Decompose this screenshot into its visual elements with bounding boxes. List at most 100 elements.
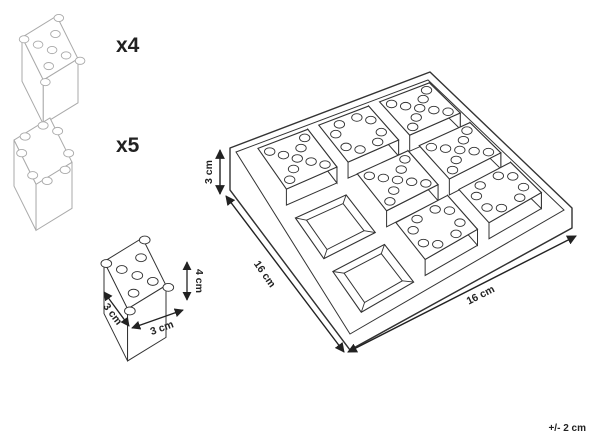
pattern-dot bbox=[291, 154, 303, 163]
pattern-dot bbox=[425, 142, 438, 152]
pattern-dot bbox=[147, 277, 159, 286]
tolerance-note: +/- 2 cm bbox=[548, 423, 586, 434]
pattern-dot bbox=[399, 155, 411, 164]
cube-depth-arrow bbox=[103, 291, 130, 327]
pattern-dot bbox=[372, 137, 384, 147]
cube-right-face bbox=[42, 57, 79, 125]
pattern-dot bbox=[116, 265, 128, 274]
pattern-dot bbox=[474, 181, 486, 190]
board-height-label: 3 cm bbox=[203, 160, 215, 184]
pattern-dot bbox=[127, 288, 140, 298]
pattern-dot bbox=[27, 171, 39, 180]
x-pattern-cube-icon bbox=[100, 235, 175, 362]
pattern-dot bbox=[333, 120, 346, 129]
pattern-dot bbox=[351, 113, 363, 122]
pattern-dot bbox=[40, 78, 51, 87]
pattern-dot bbox=[41, 176, 53, 186]
pattern-dot bbox=[385, 99, 398, 109]
pattern-dot bbox=[495, 203, 508, 213]
pattern-dot bbox=[37, 121, 49, 130]
game-board bbox=[229, 71, 573, 351]
pattern-dot bbox=[135, 253, 147, 263]
cell-wall-edge bbox=[363, 230, 376, 233]
pattern-dot bbox=[391, 175, 404, 185]
pattern-dot bbox=[470, 191, 483, 201]
pattern-dot bbox=[19, 132, 31, 141]
o-piece-legend: x5 bbox=[13, 117, 140, 232]
pattern-dot bbox=[406, 177, 418, 187]
board-depth-arrow bbox=[225, 195, 345, 353]
pattern-dot bbox=[340, 142, 352, 152]
o-piece-quantity: x5 bbox=[116, 134, 140, 157]
pattern-dot bbox=[60, 51, 72, 60]
pattern-dot bbox=[429, 205, 441, 214]
pattern-dot bbox=[100, 259, 113, 268]
pattern-dot bbox=[492, 171, 504, 181]
pattern-dot bbox=[414, 103, 426, 113]
pattern-dot bbox=[63, 149, 75, 158]
pattern-dot bbox=[417, 94, 429, 104]
pattern-dot bbox=[53, 13, 65, 23]
pattern-dot bbox=[124, 306, 136, 316]
x-piece-quantity: x4 bbox=[116, 34, 140, 57]
board-width-label: 16 cm bbox=[465, 283, 497, 307]
pattern-dot bbox=[138, 235, 151, 245]
pattern-dot bbox=[442, 107, 454, 117]
pattern-dot bbox=[461, 126, 473, 135]
pattern-dot bbox=[377, 173, 390, 183]
pattern-dot bbox=[450, 229, 462, 239]
pattern-dot bbox=[454, 145, 466, 155]
x-piece-legend: x4 bbox=[18, 13, 140, 125]
cube-width-arrow bbox=[131, 308, 184, 330]
pattern-dot bbox=[507, 172, 519, 181]
pattern-dot bbox=[388, 186, 400, 195]
pattern-dot bbox=[16, 148, 28, 158]
pattern-dot bbox=[365, 115, 377, 125]
pattern-dot bbox=[482, 147, 495, 157]
pattern-dot bbox=[295, 143, 307, 153]
pattern-dot bbox=[43, 62, 55, 71]
o-piece-top bbox=[317, 105, 400, 163]
pattern-dot bbox=[162, 282, 175, 292]
x-pattern-cube-icon bbox=[18, 13, 86, 125]
pattern-dot bbox=[375, 127, 387, 137]
pattern-dot bbox=[354, 145, 366, 154]
pattern-dot bbox=[450, 155, 462, 165]
pattern-dot bbox=[264, 147, 276, 156]
sample-cube-dimensions: 4 cm 3 cm 3 cm bbox=[100, 235, 205, 362]
pattern-dot bbox=[443, 206, 456, 215]
pattern-dot bbox=[432, 240, 444, 249]
pattern-dot bbox=[32, 40, 44, 49]
pattern-dot bbox=[46, 46, 58, 55]
o-piece-top bbox=[457, 161, 543, 224]
o-pattern-cube-icon bbox=[13, 117, 75, 232]
pattern-dot bbox=[363, 171, 375, 181]
pattern-dot bbox=[420, 179, 432, 188]
pattern-dot bbox=[454, 218, 466, 227]
pattern-dot bbox=[319, 160, 331, 169]
pattern-dot bbox=[420, 86, 433, 95]
pattern-dot bbox=[395, 165, 407, 174]
pattern-dot bbox=[18, 35, 30, 44]
pattern-dot bbox=[457, 135, 470, 145]
pattern-dot bbox=[284, 175, 296, 184]
pattern-dot bbox=[52, 126, 64, 136]
pattern-dot bbox=[468, 146, 480, 156]
pattern-dot bbox=[514, 193, 526, 202]
pattern-dot bbox=[59, 165, 71, 174]
pattern-dot bbox=[428, 105, 440, 115]
pattern-dot bbox=[305, 157, 317, 166]
pattern-dot bbox=[517, 182, 530, 192]
pattern-dot bbox=[407, 122, 419, 132]
pattern-dot bbox=[410, 113, 422, 122]
pattern-dot bbox=[481, 203, 493, 212]
pattern-dot bbox=[417, 238, 430, 248]
pattern-dot bbox=[330, 129, 342, 139]
cube-height-label: 4 cm bbox=[193, 269, 205, 293]
board-depth-label: 16 cm bbox=[251, 259, 278, 290]
pattern-dot bbox=[399, 101, 412, 111]
board-width-arrow bbox=[347, 235, 577, 353]
pattern-dot bbox=[407, 226, 419, 235]
pattern-dot bbox=[131, 271, 144, 280]
